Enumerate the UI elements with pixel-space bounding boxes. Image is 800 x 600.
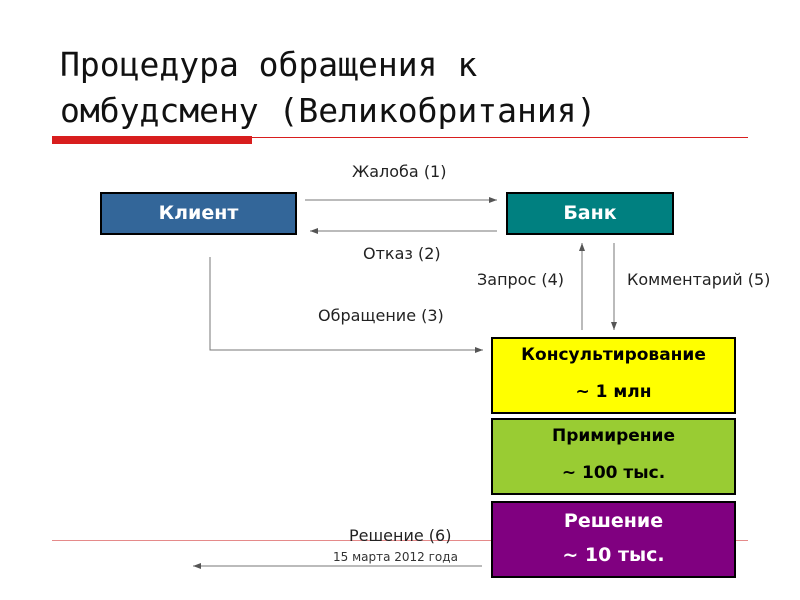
conciliation-label: Примирение [551,426,675,446]
consultation-box: Консультирование ~ 1 млн [491,337,736,414]
bank-box: Банк [506,192,674,235]
bank-label: Банк [563,202,617,224]
decision-label: Решение [563,510,664,532]
title-line-2: омбудсмену (Великобритания) [60,91,597,130]
client-box: Клиент [100,192,297,235]
title-accent-bar [52,136,252,144]
consultation-value: ~ 1 млн [575,382,652,402]
slide-date: 15 марта 2012 года [333,550,458,564]
conciliation-box: Примирение ~ 100 тыс. [491,418,736,495]
title-divider [252,137,748,138]
client-label: Клиент [158,202,239,224]
slide-title: Процедура обращения к омбудсмену (Велико… [60,42,760,134]
complaint-label: Жалоба (1) [352,162,447,181]
appeal-arrow [209,257,483,353]
appeal-label: Обращение (3) [318,306,444,325]
decision-value: ~ 10 тыс. [562,544,665,566]
title-line-1: Процедура обращения к [60,45,478,84]
decision-box: Решение ~ 10 тыс. [491,501,736,578]
request-label: Запрос (4) [477,270,565,289]
consultation-label: Консультирование [521,345,706,365]
ruling-label: Решение (6) [349,526,452,545]
conciliation-value: ~ 100 тыс. [561,463,666,483]
footer-divider [52,540,748,541]
comment-label: Комментарий (5) [627,270,771,289]
refusal-label: Отказ (2) [363,244,441,263]
